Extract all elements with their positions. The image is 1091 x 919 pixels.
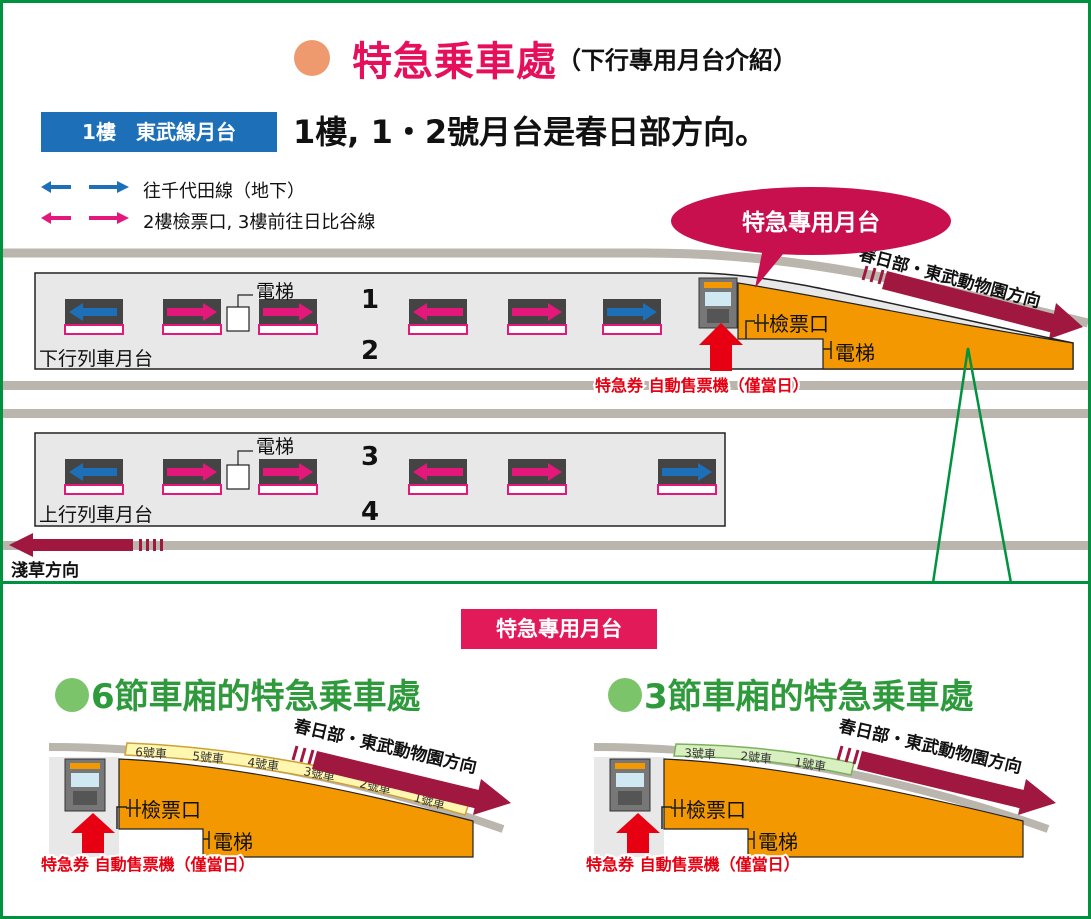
ticket-machine-icon [64,758,106,812]
car-marker [64,459,124,495]
express-banner: 特急專用月台 [461,609,657,649]
platform-down-label: 下行列車月台 [39,348,153,370]
gate-line [116,806,127,829]
six-car-heading-text: 6節車廂的特急乗車處 [91,677,421,717]
express-elevator-label: 電梯 [835,341,875,365]
legend-pink-text: 2樓檢票口, 3樓前往日比谷線 [143,212,376,233]
ticket-machine-arrow-icon [71,813,115,853]
elevator-line [823,341,832,359]
floor-heading: 1樓, 1・2號月台是春日部方向。 [293,113,768,151]
direction-arrow-kasukabe [861,265,1083,339]
six-car-diagram: 6號車 5號車 4號車 3號車 2號車 1號車 春日部・東武動物園方向 檢票口 … [39,715,511,876]
title-main: 特急乗車處 [352,39,557,85]
platform-up [34,432,726,527]
gate-icon [671,799,686,817]
ticket-machine-icon [609,758,651,812]
car-marker [408,459,468,495]
three-car-heading: 3節車廂的特急乗車處 [608,669,974,718]
car-strip [124,742,470,816]
car-label: 5號車 [192,749,225,766]
ticket-machine-arrow-icon [616,813,660,853]
elevator-line [748,831,755,849]
legend-arrows [41,181,129,224]
express-zone-down [737,282,1074,370]
direction-arrow-asakusa [9,533,163,557]
gate-icon [754,314,769,332]
gate-label: 檢票口 [686,798,746,822]
legend-pink-arrows-icon [41,212,129,224]
ticket-machine-label: 特急券 自動售票機（僅當日） [41,855,255,874]
direction-arrow [836,745,1056,815]
legend-blue-arrows-icon [41,181,129,193]
car-label: 1號車 [794,755,827,774]
gate-label: 檢票口 [769,312,829,336]
track-number-1: 1 [361,285,379,315]
green-dot [55,678,89,712]
title-subtitle: （下行專用月台介紹） [557,46,797,75]
elevator-label: 電梯 [256,281,294,303]
car-label: 6號車 [135,745,168,761]
track-lower [3,541,1088,550]
section-divider [3,581,1088,584]
track-number-2: 2 [361,336,379,366]
gate-line [745,320,755,339]
callout-tail [755,248,788,288]
car-marker [657,459,717,495]
car-marker [507,299,567,335]
ticket-machine-label: 特急券 自動售票機（僅當日） [586,855,800,874]
green-dot [608,678,642,712]
three-car-diagram: 3號車 2號車 1號車 春日部・東武動物園方向 檢票口 電梯 特急券 自動售票機… [584,715,1056,876]
six-car-heading: 6節車廂的特急乗車處 [55,669,421,718]
track-number-4: 4 [361,497,379,527]
three-car-heading-text: 3節車廂的特急乗車處 [644,677,974,717]
car-marker [64,299,124,335]
car-label: 2號車 [740,749,773,766]
elevator-line [203,831,210,849]
car-marker [258,459,318,495]
car-marker [507,459,567,495]
ticket-machine-arrow-icon [699,323,743,371]
ticket-machine-icon [698,277,738,329]
legend-blue-text: 往千代田線（地下） [143,181,305,202]
gate-line [661,806,672,829]
gate-label: 檢票口 [141,798,201,822]
callout-bubble [671,187,951,255]
callout-connector [931,347,1013,584]
ticket-machine-label: 特急券 自動售票機（僅當日） [595,376,809,395]
dir-asakusa-label: 淺草方向 [11,560,79,581]
elevator-label: 電梯 [213,830,253,854]
track-middle-1 [3,381,1088,390]
platform-up-label: 上行列車月台 [39,504,153,526]
car-strip [673,743,855,776]
car-marker [602,299,662,335]
track-number-3: 3 [361,442,379,472]
elevator-label: 電梯 [758,830,798,854]
track-middle-2 [3,409,1088,418]
express-zone [118,758,474,858]
callout-text: 特急專用月台 [742,209,880,236]
car-marker [162,459,222,495]
car-label: 4號車 [247,755,280,773]
elevator-icon [226,450,253,490]
page-title: 特急乗車處（下行專用月台介紹） [3,29,1088,87]
car-marker [258,299,318,335]
gate-icon [126,799,141,817]
floor-badge: 1樓 東武線月台 [41,112,277,152]
car-label: 3號車 [684,746,716,762]
car-marker [408,299,468,335]
title-dot [294,40,330,76]
elevator-icon [226,294,253,332]
direction-arrow [291,745,511,815]
platform-map: 春日部・東武動物園方向 淺草方向 特急專用月台 [3,187,1088,584]
elevator-label: 電梯 [256,436,294,458]
car-marker [162,299,222,335]
